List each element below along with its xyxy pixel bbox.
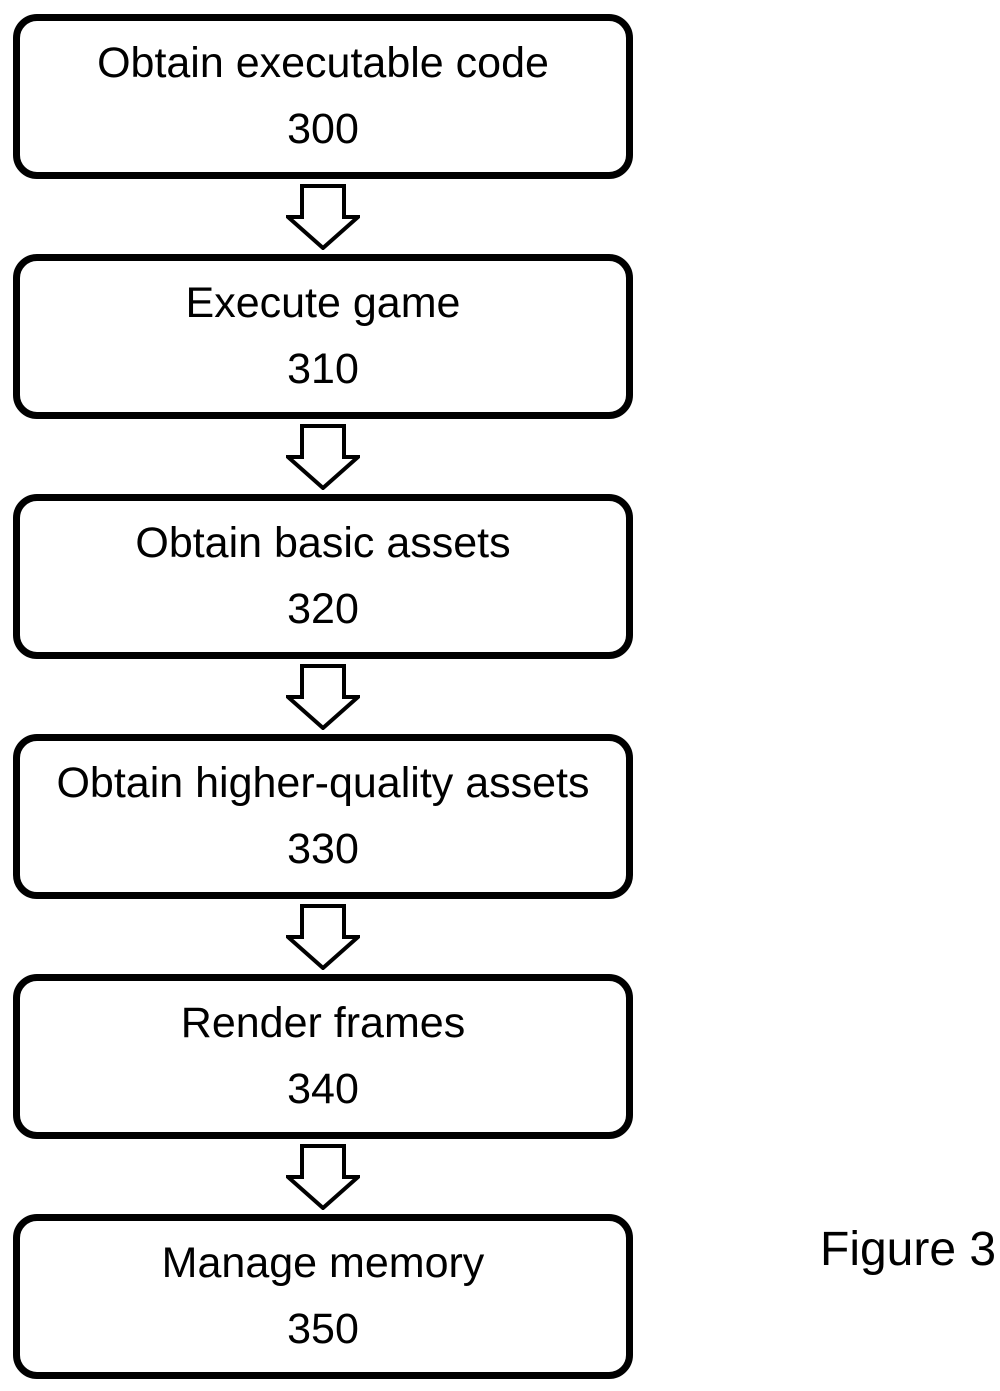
flow-step-label: Execute game bbox=[185, 279, 461, 328]
flow-step-number: 320 bbox=[287, 584, 359, 633]
flow-step: Render frames 340 bbox=[13, 974, 633, 1214]
flow-step: Obtain executable code 300 bbox=[13, 14, 633, 254]
flow-step: Obtain higher-quality assets 330 bbox=[13, 734, 633, 974]
flow-step-number: 340 bbox=[287, 1064, 359, 1113]
flow-step-label: Manage memory bbox=[161, 1239, 485, 1288]
flow-step-number: 300 bbox=[287, 104, 359, 153]
flow-step-box: Obtain higher-quality assets 330 bbox=[13, 734, 633, 899]
figure-caption: Figure 3 bbox=[820, 1223, 997, 1276]
flow-step-label: Obtain higher-quality assets bbox=[56, 759, 590, 808]
flow-step-number: 350 bbox=[287, 1304, 359, 1353]
flow-step-label: Obtain basic assets bbox=[135, 519, 511, 568]
flow-step-number: 310 bbox=[287, 344, 359, 393]
flow-step-box: Render frames 340 bbox=[13, 974, 633, 1139]
flow-step-box: Execute game 310 bbox=[13, 254, 633, 419]
down-arrow-icon bbox=[13, 419, 633, 494]
flow-step-box: Obtain executable code 300 bbox=[13, 14, 633, 179]
flow-step: Manage memory 350 bbox=[13, 1214, 633, 1379]
down-arrow-icon bbox=[13, 659, 633, 734]
down-arrow-icon bbox=[13, 1139, 633, 1214]
flow-step-box: Obtain basic assets 320 bbox=[13, 494, 633, 659]
flow-step-number: 330 bbox=[287, 824, 359, 873]
flowchart: Obtain executable code 300 Execute game … bbox=[13, 14, 633, 1379]
down-arrow-icon bbox=[13, 899, 633, 974]
flow-step: Obtain basic assets 320 bbox=[13, 494, 633, 734]
flow-step: Execute game 310 bbox=[13, 254, 633, 494]
flow-step-label: Render frames bbox=[180, 999, 466, 1048]
flow-step-label: Obtain executable code bbox=[97, 39, 549, 88]
down-arrow-icon bbox=[13, 179, 633, 254]
flow-step-box: Manage memory 350 bbox=[13, 1214, 633, 1379]
